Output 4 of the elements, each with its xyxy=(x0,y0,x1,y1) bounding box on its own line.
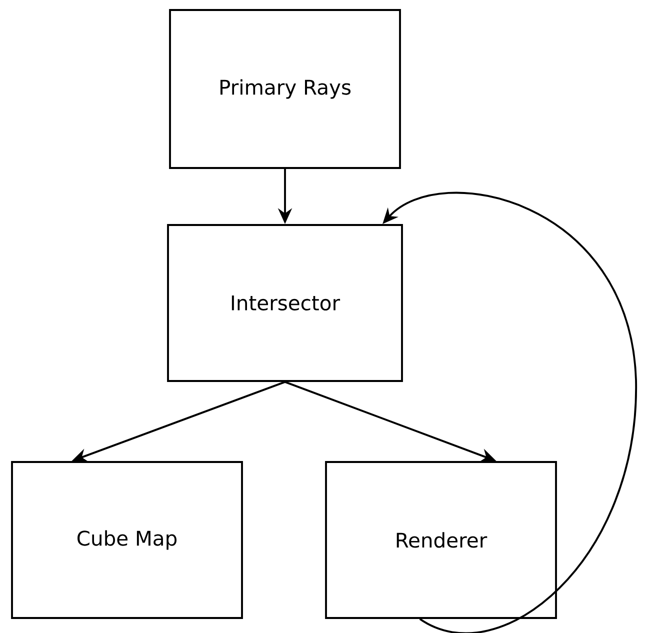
process-box: Renderer xyxy=(325,461,557,619)
process-box: Intersector xyxy=(167,224,403,382)
process-box: Cube Map xyxy=(11,461,243,619)
process-box: Primary Rays xyxy=(169,9,401,169)
